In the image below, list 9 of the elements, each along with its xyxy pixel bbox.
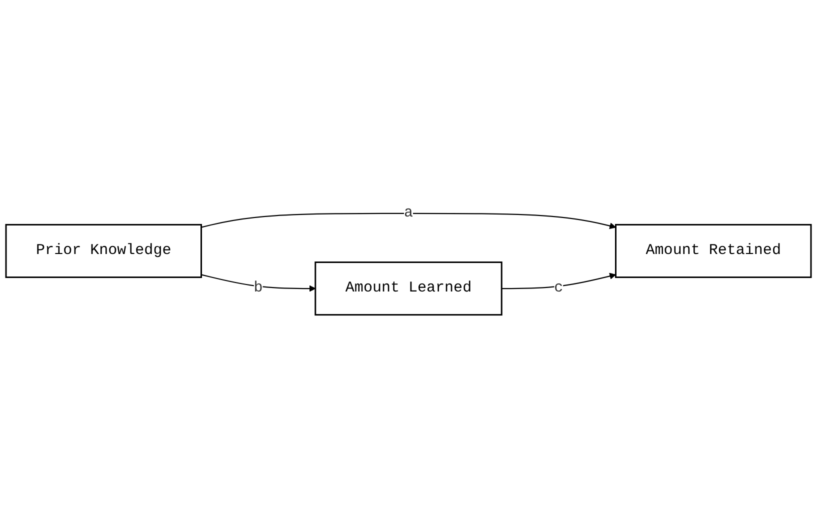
node-box: Amount Learned bbox=[314, 262, 502, 316]
node-box: Prior Knowledge bbox=[5, 224, 202, 278]
edge-label: c bbox=[554, 280, 564, 297]
edge-label: b bbox=[254, 280, 263, 297]
arrow bbox=[502, 272, 616, 290]
edge-label: a bbox=[404, 204, 414, 222]
node-box: Amount Retained bbox=[615, 224, 812, 278]
arrow bbox=[201, 212, 616, 230]
arrow bbox=[201, 274, 316, 292]
